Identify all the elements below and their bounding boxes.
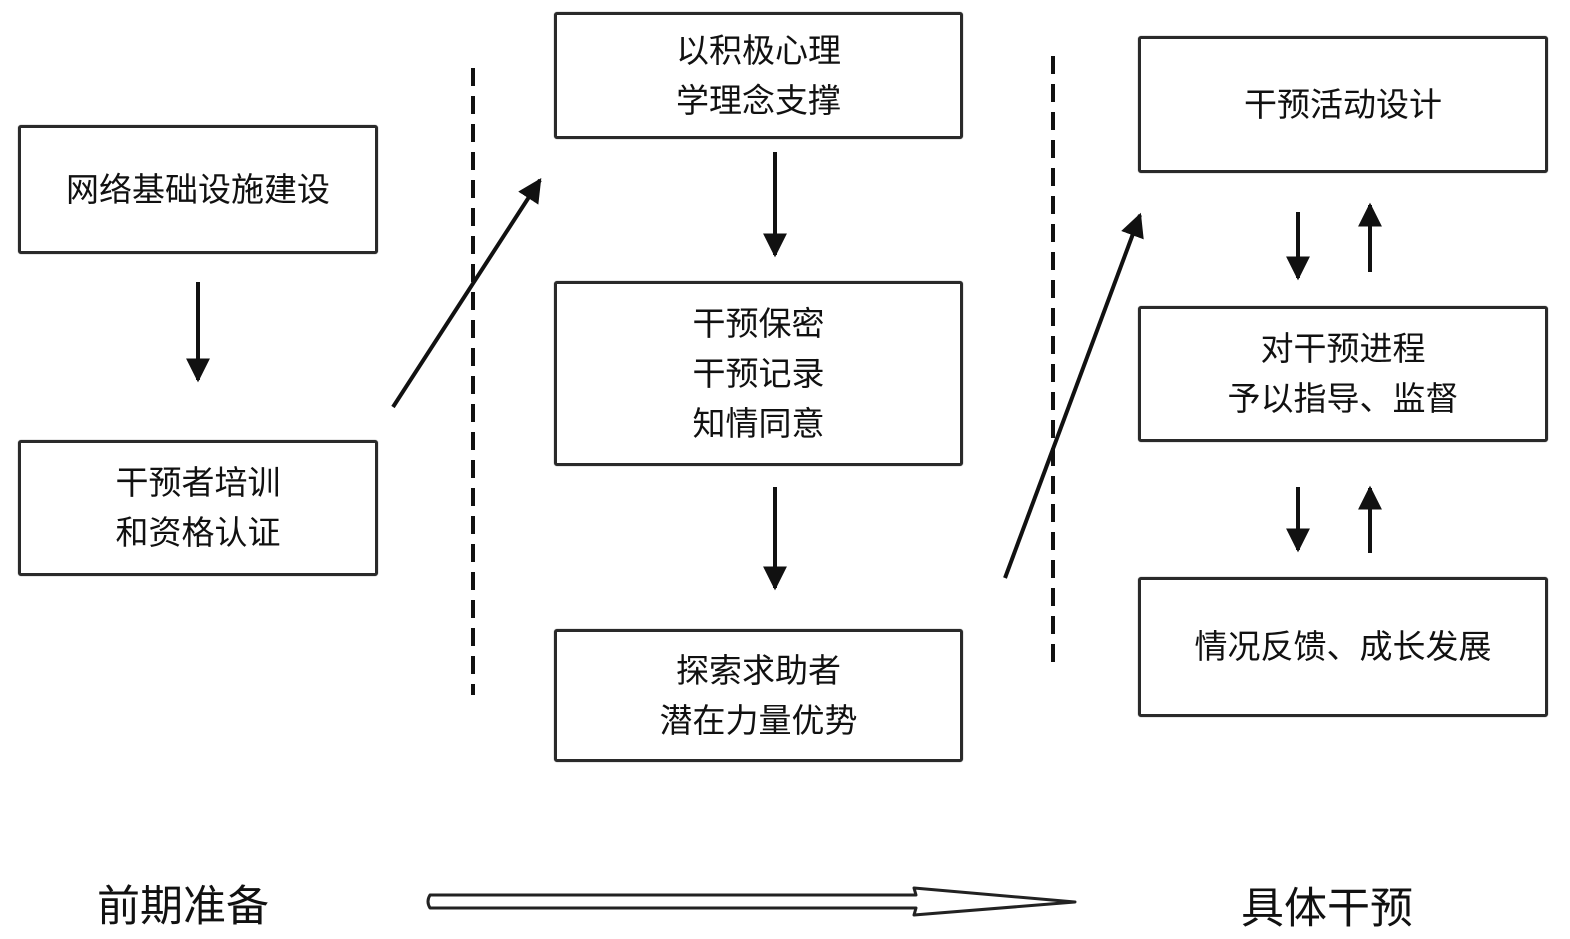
box-positive-psychology: 以积极心理 学理念支撑	[554, 12, 963, 139]
box-text-line: 干预者培训	[115, 463, 281, 502]
box-network-infrastructure: 网络基础设施建设	[18, 125, 378, 254]
box-feedback-growth: 情况反馈、成长发展	[1138, 577, 1548, 717]
box-intervener-training: 干预者培训 和资格认证	[18, 440, 378, 576]
box-explore-strengths: 探索求助者 潜在力量优势	[554, 629, 963, 762]
box-text-line: 情况反馈、成长发展	[1194, 627, 1492, 666]
box-text-line: 干预活动设计	[1244, 84, 1442, 124]
box-activity-design: 干预活动设计	[1138, 36, 1548, 173]
box-text-line: 知情同意	[692, 403, 825, 443]
box-text-line: 探索求助者	[676, 650, 841, 690]
arrow-middle-to-right	[1003, 212, 1144, 579]
stage-label-intervention: 具体干预	[1241, 884, 1413, 934]
box-guidance-supervision: 对干预进程 予以指导、监督	[1138, 306, 1548, 442]
box-text-line: 予以指导、监督	[1227, 379, 1459, 418]
box-text-line: 对干预进程	[1260, 329, 1426, 368]
box-text-line: 干预保密	[692, 303, 825, 343]
box-text-line: 潜在力量优势	[659, 700, 858, 740]
stage-label-preparation: 前期准备	[97, 882, 269, 932]
box-text-line: 以积极心理	[676, 30, 841, 70]
box-text-line: 干预记录	[692, 353, 825, 393]
box-text-line: 和资格认证	[115, 513, 281, 552]
stage-progress-arrow	[426, 886, 1077, 917]
box-confidentiality-records-consent: 干预保密 干预记录 知情同意	[554, 281, 963, 466]
arrow-left-to-middle	[391, 177, 542, 409]
box-text-line: 学理念支撑	[676, 80, 841, 120]
box-text-line: 网络基础设施建设	[66, 169, 330, 209]
